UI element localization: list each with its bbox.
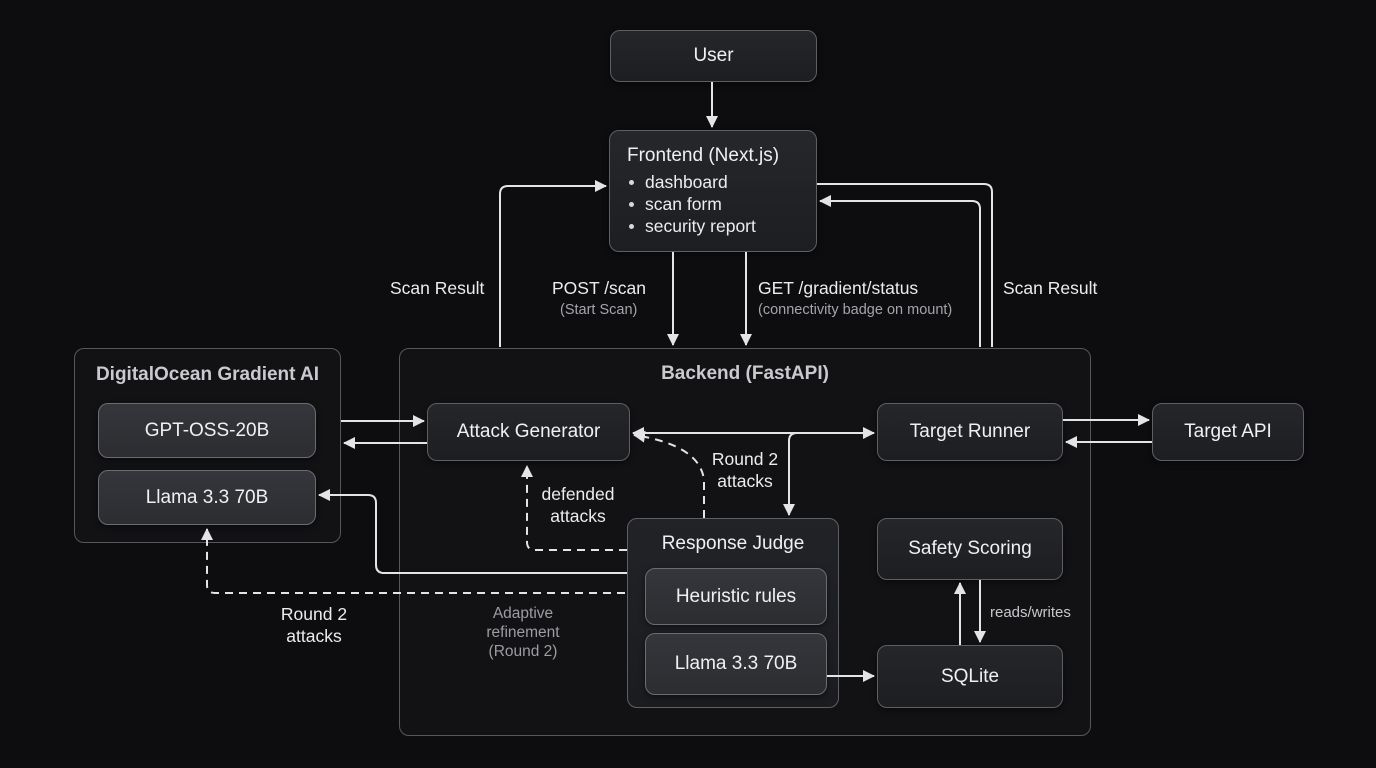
attack-generator-label: Attack Generator (456, 421, 601, 442)
judge-llama-label: Llama 3.3 70B (674, 653, 798, 674)
gpt-oss-20b-node[interactable]: GPT-OSS-20B (98, 403, 316, 458)
gradient-llama-label: Llama 3.3 70B (145, 486, 269, 508)
edge-scan-result-right-outer (817, 183, 993, 347)
heuristic-rules-label: Heuristic rules (675, 585, 797, 607)
target-runner-node[interactable]: Target Runner (877, 403, 1063, 461)
label-post-scan-sub: (Start Scan) (560, 302, 638, 318)
frontend-item-security-report: security report (629, 215, 816, 237)
attack-generator-node[interactable]: Attack Generator (427, 403, 630, 461)
frontend-node[interactable]: Frontend (Next.js) dashboard scan form s… (609, 130, 817, 252)
gradient-ai-title: DigitalOcean Gradient AI (95, 364, 320, 385)
label-get-status-sub: (connectivity badge on mount) (758, 302, 953, 318)
judge-llama-node[interactable]: Llama 3.3 70B (645, 633, 827, 695)
edge-scan-result-left (499, 180, 607, 347)
sqlite-node[interactable]: SQLite (877, 645, 1063, 708)
label-adaptive-line1: Adaptive (492, 605, 554, 622)
user-label: User (693, 45, 734, 66)
label-adaptive-line2: refinement (486, 624, 560, 641)
frontend-item-scan-form: scan form (629, 193, 816, 215)
target-api-label: Target API (1184, 421, 1272, 442)
response-judge-title: Response Judge (661, 533, 805, 554)
label-round2-bottom-line1: Round 2 (280, 604, 348, 624)
label-adaptive-line3: (Round 2) (488, 643, 558, 660)
sqlite-label: SQLite (940, 665, 1000, 687)
label-round2-attacks-bottom: Round 2 attacks (274, 603, 354, 647)
backend-title: Backend (FastAPI) (661, 363, 829, 384)
label-round2-top-line1: Round 2 (711, 449, 779, 469)
label-post-scan: POST /scan (552, 278, 647, 298)
label-defended-line1: defended (541, 484, 615, 504)
frontend-item-dashboard: dashboard (629, 171, 816, 193)
label-get-status: GET /gradient/status (758, 278, 919, 298)
frontend-title: Frontend (Next.js) (627, 145, 780, 166)
safety-scoring-label: Safety Scoring (908, 538, 1032, 559)
gpt-oss-20b-label: GPT-OSS-20B (144, 419, 270, 441)
label-round2-attacks-top: Round 2 attacks (705, 448, 785, 492)
label-round2-bottom-line2: attacks (286, 626, 342, 646)
label-defended-attacks: defended attacks (533, 483, 623, 527)
frontend-feature-list: dashboard scan form security report (627, 171, 816, 237)
label-defended-line2: attacks (550, 506, 606, 526)
label-scan-result-right: Scan Result (1003, 278, 1098, 298)
target-api-node[interactable]: Target API (1152, 403, 1304, 461)
edge-scan-result-right (819, 195, 981, 347)
safety-scoring-node[interactable]: Safety Scoring (877, 518, 1063, 580)
label-reads-writes: reads/writes (990, 604, 1071, 621)
label-adaptive-refinement: Adaptive refinement (Round 2) (473, 604, 573, 661)
gradient-llama-node[interactable]: Llama 3.3 70B (98, 470, 316, 525)
user-node[interactable]: User (610, 30, 817, 82)
heuristic-rules-node[interactable]: Heuristic rules (645, 568, 827, 625)
label-scan-result-left: Scan Result (390, 278, 485, 298)
label-round2-top-line2: attacks (717, 471, 773, 491)
target-runner-label: Target Runner (909, 421, 1031, 442)
